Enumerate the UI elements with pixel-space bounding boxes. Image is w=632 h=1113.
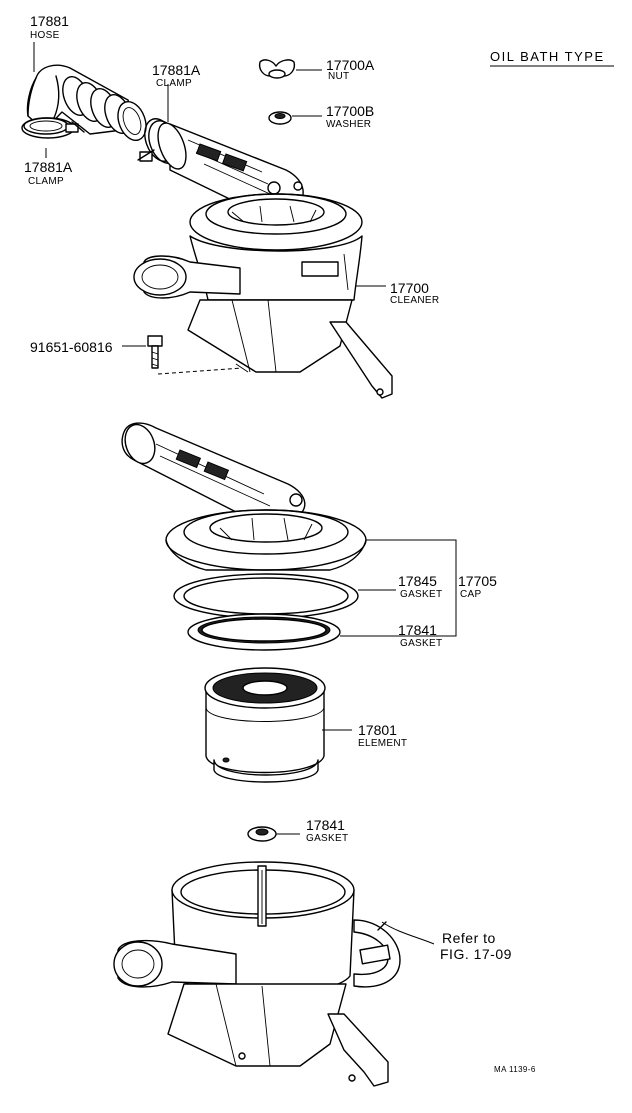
reference-line-2: FIG. 17-09 xyxy=(440,946,512,962)
bolt-drawing xyxy=(147,335,163,369)
part-name-gasket-upper: GASKET xyxy=(400,589,443,600)
gasket-mid-drawing xyxy=(187,613,341,651)
washer-drawing xyxy=(268,111,292,125)
cap-drawing xyxy=(121,422,367,571)
part-name-gasket-mid: GASKET xyxy=(400,638,443,649)
part-number-clamp-upper: 17881A xyxy=(152,62,201,78)
nut-drawing xyxy=(258,59,296,79)
bolt-hole-mark xyxy=(235,363,249,373)
part-number-hose: 17881 xyxy=(30,13,69,29)
part-name-gasket-lower: GASKET xyxy=(306,833,349,844)
diagram-title: OIL BATH TYPE xyxy=(490,49,605,64)
part-number-clamp-lower: 17881A xyxy=(24,159,73,175)
part-name-clamp-lower: CLAMP xyxy=(28,176,64,187)
gasket-upper-drawing xyxy=(173,573,359,619)
part-name-hose: HOSE xyxy=(30,30,60,41)
part-number-cap: 17705 xyxy=(458,573,497,589)
part-name-element: ELEMENT xyxy=(358,738,408,749)
part-number-gasket-upper: 17845 xyxy=(398,573,437,589)
part-number-cleaner: 17700 xyxy=(390,280,429,296)
part-name-cap: CAP xyxy=(460,589,482,600)
reference-line-1: Refer to xyxy=(442,930,496,946)
gasket-lower-drawing xyxy=(247,826,277,842)
bolt-dash-line xyxy=(157,367,243,375)
part-name-nut: NUT xyxy=(328,71,350,82)
part-name-cleaner: CLEANER xyxy=(390,295,440,306)
element-drawing xyxy=(204,667,326,783)
cleaner-drawing xyxy=(133,122,393,399)
part-name-washer: WASHER xyxy=(326,119,372,130)
part-number-gasket-mid: 17841 xyxy=(398,622,437,638)
part-number-nut: 17700A xyxy=(326,57,375,73)
lower-bowl-drawing xyxy=(113,861,401,1087)
leader-lines xyxy=(33,42,614,945)
clamp-lower-drawing xyxy=(21,117,85,139)
part-number-bolt: 91651-60816 xyxy=(30,339,113,355)
part-number-element: 17801 xyxy=(358,722,397,738)
part-name-clamp-upper: CLAMP xyxy=(156,78,192,89)
hose-drawing xyxy=(23,64,147,142)
part-number-gasket-lower: 17841 xyxy=(306,817,345,833)
part-number-washer: 17700B xyxy=(326,103,375,119)
drawing-code: MA 1139-6 xyxy=(494,1065,536,1074)
